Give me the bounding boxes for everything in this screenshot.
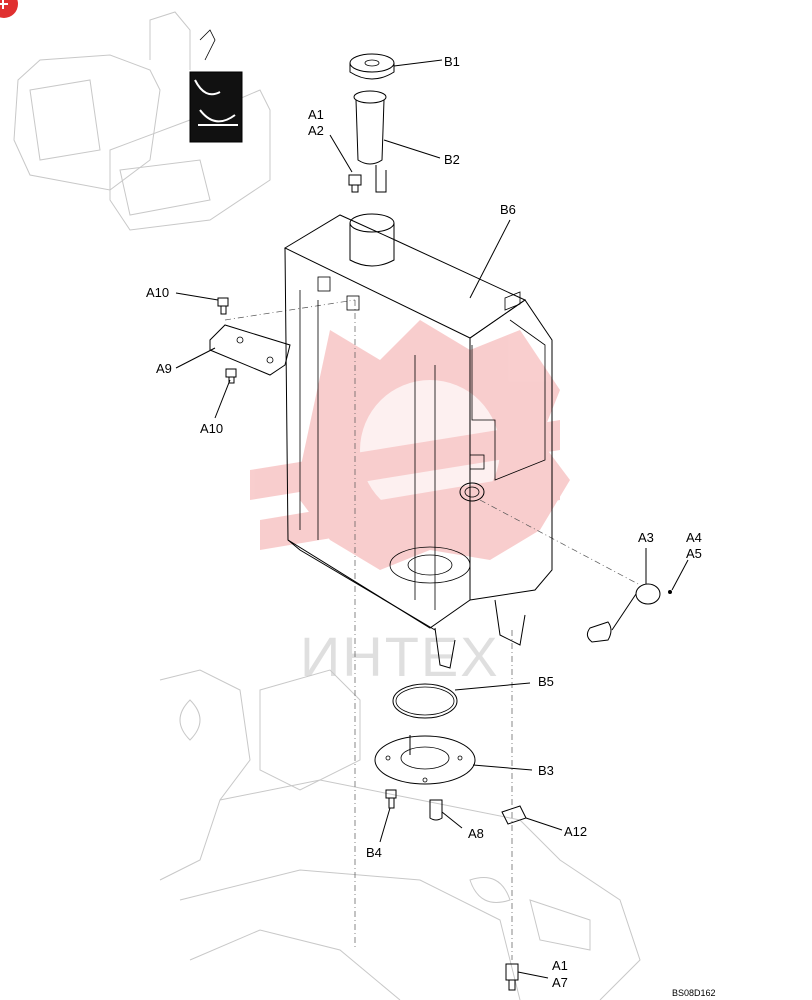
drawing-code: BS08D162 xyxy=(672,988,716,998)
label-a2: A2 xyxy=(308,123,324,138)
label-a1-bottom: A1 xyxy=(552,958,568,973)
bolt-bottom xyxy=(505,963,519,991)
filler-cap xyxy=(349,53,395,80)
bolt-top xyxy=(348,174,362,193)
o-ring xyxy=(392,683,458,719)
chassis-ghost xyxy=(159,669,641,1000)
fitting-a8 xyxy=(429,799,443,821)
label-b6: B6 xyxy=(500,202,516,217)
centerline-bracket xyxy=(224,299,356,321)
label-a10-top: A10 xyxy=(146,285,169,300)
label-b4: B4 xyxy=(366,845,382,860)
label-a8: A8 xyxy=(468,826,484,841)
gear-logo-watermark-icon xyxy=(250,320,570,570)
label-a9: A9 xyxy=(156,361,172,376)
centerline-sender xyxy=(479,499,641,586)
label-b5: B5 xyxy=(538,674,554,689)
watermark-text: ИНТЕХ xyxy=(300,625,500,688)
bolt-b4 xyxy=(385,789,397,809)
label-a10-bottom: A10 xyxy=(200,421,223,436)
label-a7: A7 xyxy=(552,975,568,990)
strainer xyxy=(353,90,387,193)
label-a12: A12 xyxy=(564,824,587,839)
excavator-thumbnail xyxy=(13,11,271,231)
bolt-a10-bottom xyxy=(225,368,237,384)
label-a3: A3 xyxy=(638,530,654,545)
label-b2: B2 xyxy=(444,152,460,167)
corner-badge-icon xyxy=(0,0,18,18)
leader-lines xyxy=(175,59,689,979)
label-a4: A4 xyxy=(686,530,702,545)
bolt-a10-top xyxy=(217,297,229,315)
fuel-level-sender xyxy=(586,583,672,643)
mounting-bracket xyxy=(209,324,291,376)
cover-plate xyxy=(374,735,476,785)
label-a1-top: A1 xyxy=(308,107,324,122)
plate-a12 xyxy=(501,805,527,825)
label-b3: B3 xyxy=(538,763,554,778)
fuel-tank xyxy=(283,213,553,669)
label-a5: A5 xyxy=(686,546,702,561)
label-b1: B1 xyxy=(444,54,460,69)
